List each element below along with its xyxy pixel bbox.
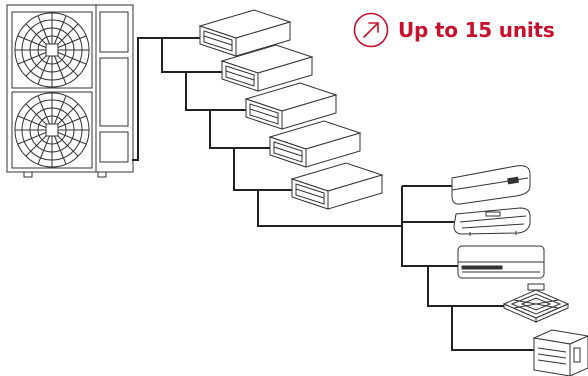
ducted-unit (198, 9, 292, 57)
outdoor-unit (6, 4, 134, 178)
ducted-unit (290, 162, 384, 210)
floor-standing-unit (532, 329, 588, 376)
ceiling-suspended-unit (453, 207, 531, 236)
units-badge: Up to 15 units (352, 10, 555, 50)
badge-label: Up to 15 units (398, 18, 555, 42)
cassette-unit (502, 283, 570, 323)
fan-icon (11, 91, 93, 169)
ducted-unit (268, 120, 362, 168)
refrigerant-piping (132, 37, 534, 351)
ducted-unit (244, 82, 338, 130)
arrow-up-right-circle-icon (353, 12, 389, 48)
wall-mounted-unit (457, 245, 545, 279)
fan-icon (11, 11, 93, 89)
console-unit (451, 165, 531, 205)
ducted-unit (220, 44, 314, 92)
